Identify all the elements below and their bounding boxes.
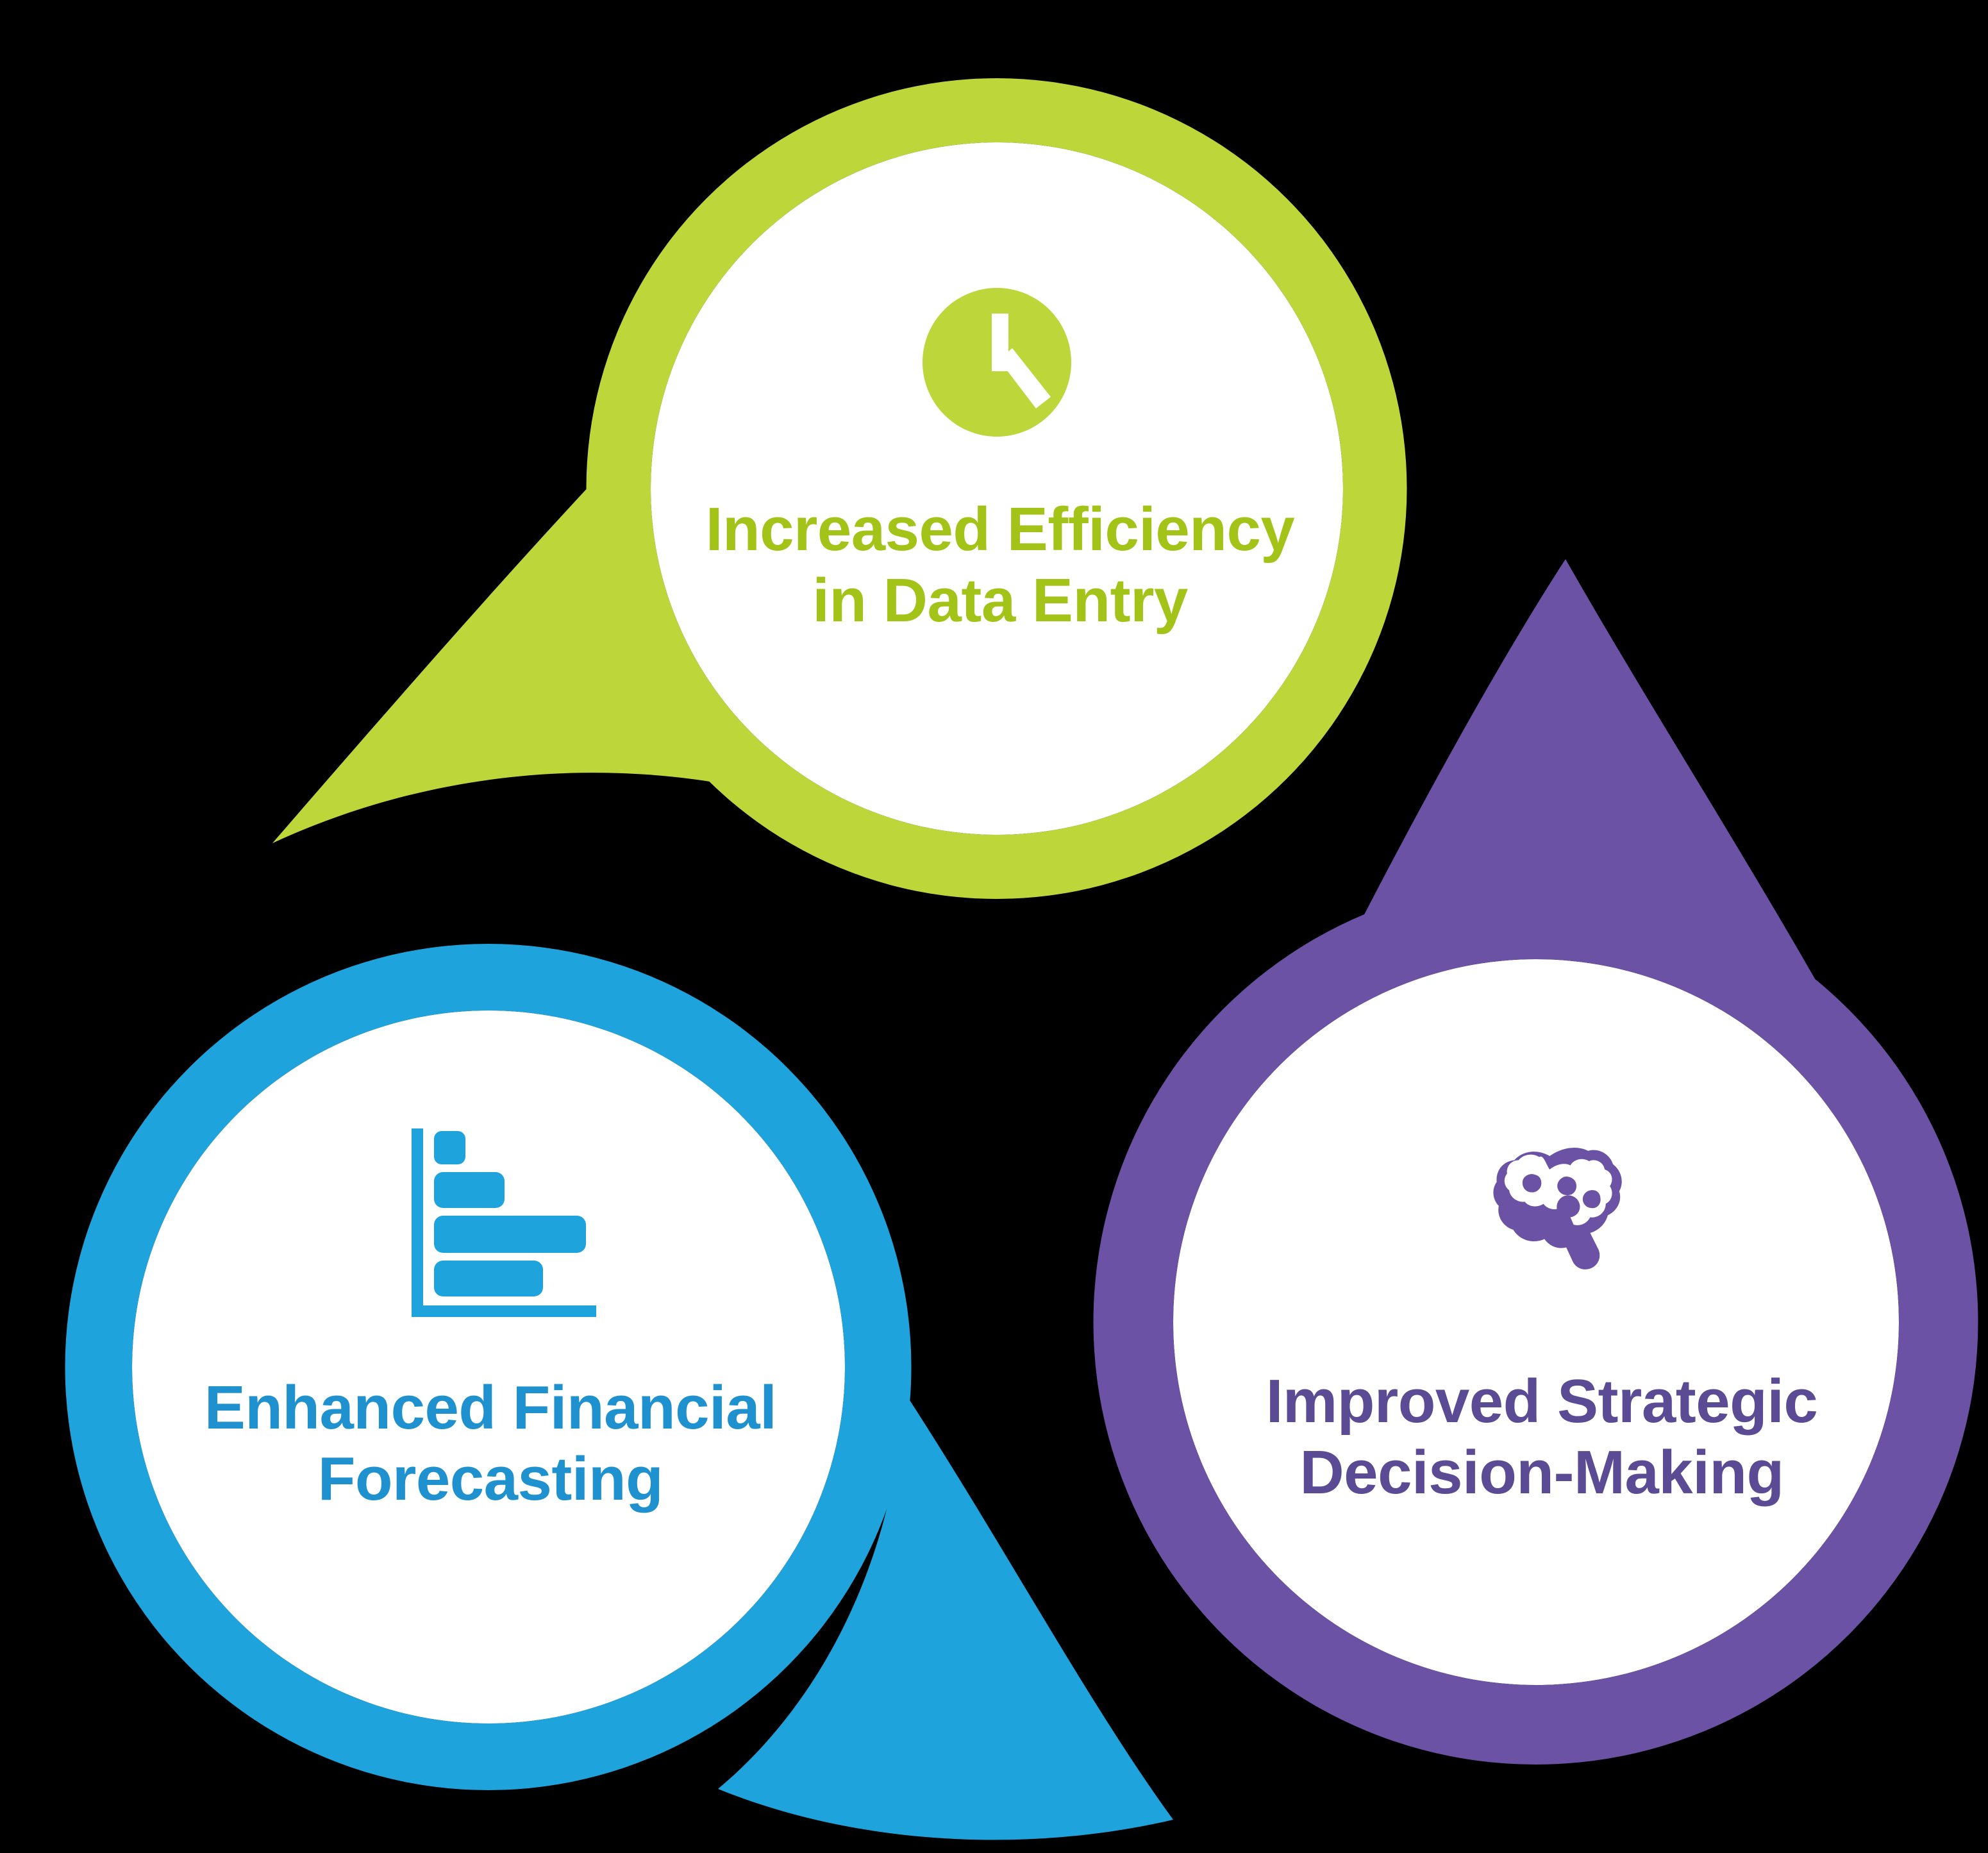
- bar-chart-icon: [412, 1128, 596, 1317]
- node-label-improved-decision-making: Improved Strategic Decision-Making: [1265, 1367, 1818, 1507]
- purple-pin-body: [1093, 559, 1978, 1765]
- node-label-enhanced-forecasting: Enhanced Financial Forecasting: [204, 1373, 777, 1514]
- brain-icon: [1493, 1148, 1622, 1270]
- node-label-increased-efficiency: Increased Efficiency in Data Entry: [705, 495, 1295, 635]
- green-pin-body: [272, 78, 1407, 899]
- node-increased-efficiency[interactable]: [272, 78, 1407, 899]
- node-improved-decision-making[interactable]: [1093, 559, 1978, 1765]
- clock-icon: [923, 288, 1071, 437]
- node-enhanced-forecasting[interactable]: [65, 944, 1173, 1840]
- blue-pin-body: [65, 944, 1173, 1840]
